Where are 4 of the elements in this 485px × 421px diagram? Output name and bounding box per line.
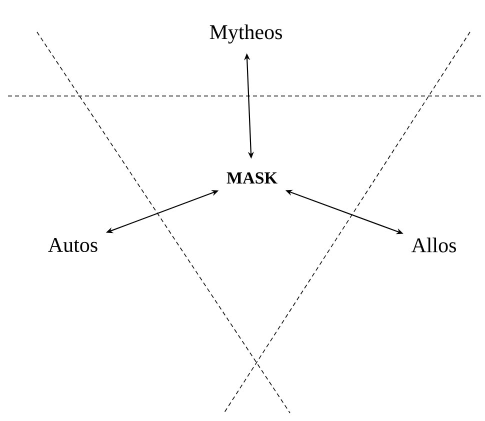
heading-label: MASK — [226, 172, 278, 184]
text-label: Autos — [48, 238, 98, 252]
text-label: Allos — [411, 238, 456, 252]
text-label: Mytheos — [210, 24, 282, 44]
